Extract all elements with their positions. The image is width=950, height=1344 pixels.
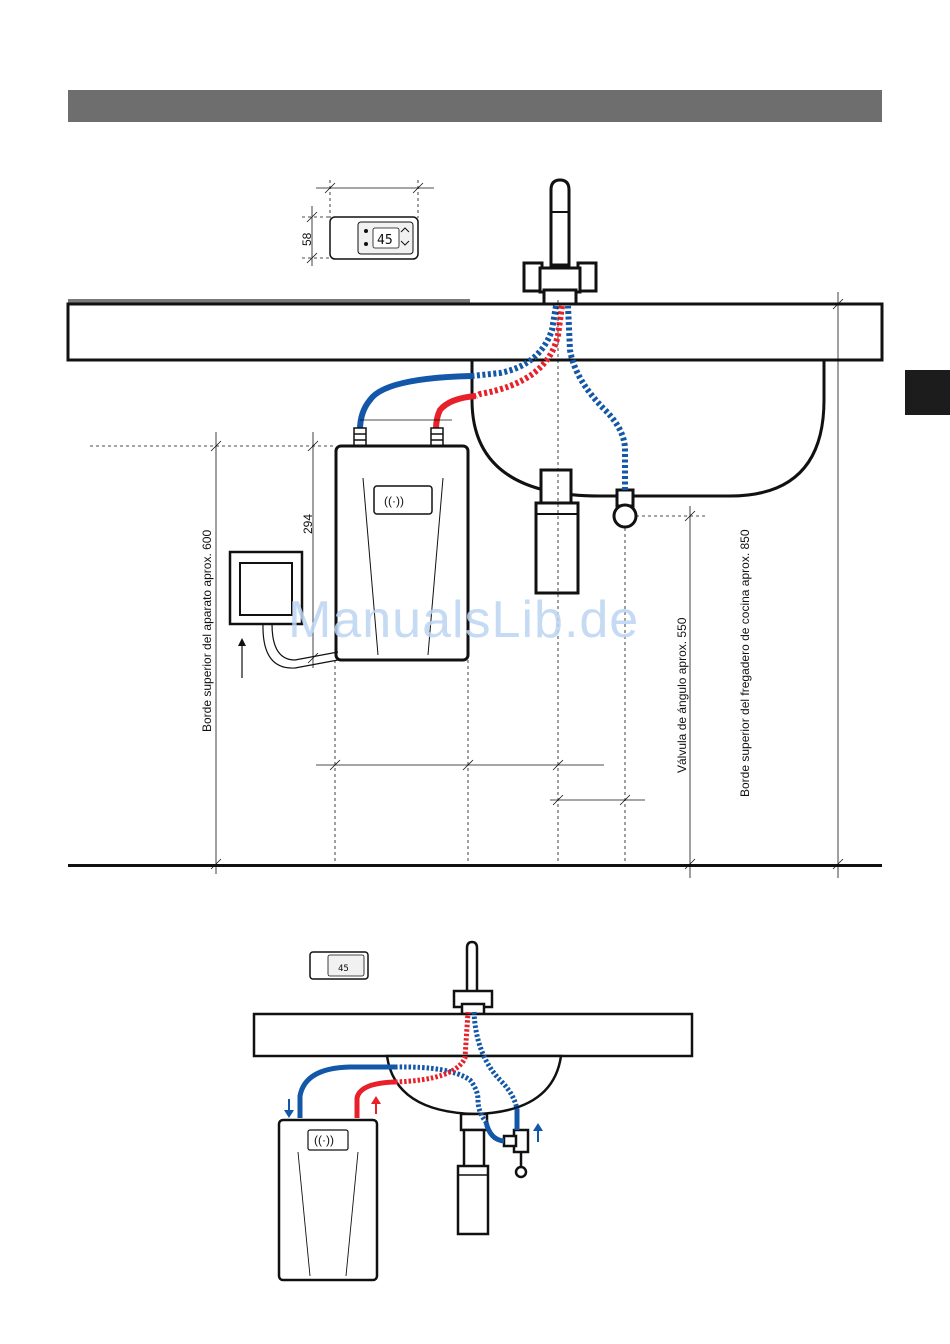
remote-control: 45 [330, 217, 418, 259]
device-top-edge-label: Borde superior del aparato aprox. 600 [200, 530, 214, 732]
electrical-box [230, 552, 338, 678]
water-heater-small: ((·)) [279, 1120, 377, 1280]
wall-line [68, 299, 470, 303]
angle-valve-small [504, 1130, 528, 1177]
sink-top-edge-label: Borde superior del fregadero de cocina a… [738, 529, 752, 797]
heater-small-badge-text: ((·)) [314, 1133, 334, 1147]
faucet-small [454, 942, 492, 1014]
heater-badge-text: ((·)) [384, 494, 404, 508]
remote-control-small: 45 [310, 952, 368, 979]
angle-valve-label: Válvula de ángulo aprox. 550 [675, 617, 689, 773]
hot-inlet-hose [436, 396, 476, 430]
angle-valve [614, 490, 636, 527]
remote-small-display-value: 45 [338, 964, 349, 974]
countertop-small [254, 1014, 692, 1056]
remote-display-value: 45 [377, 233, 393, 248]
floor-line [68, 864, 882, 867]
drain-siphon-small [458, 1114, 488, 1234]
faucet [524, 180, 596, 304]
sink-basin [472, 360, 824, 496]
water-heater: ((·)) [336, 446, 468, 660]
remote-height-label: 58 [300, 232, 314, 246]
drain-siphon [536, 470, 578, 593]
countertop [68, 304, 882, 360]
inlet-dimension-label: 294 [301, 514, 315, 534]
